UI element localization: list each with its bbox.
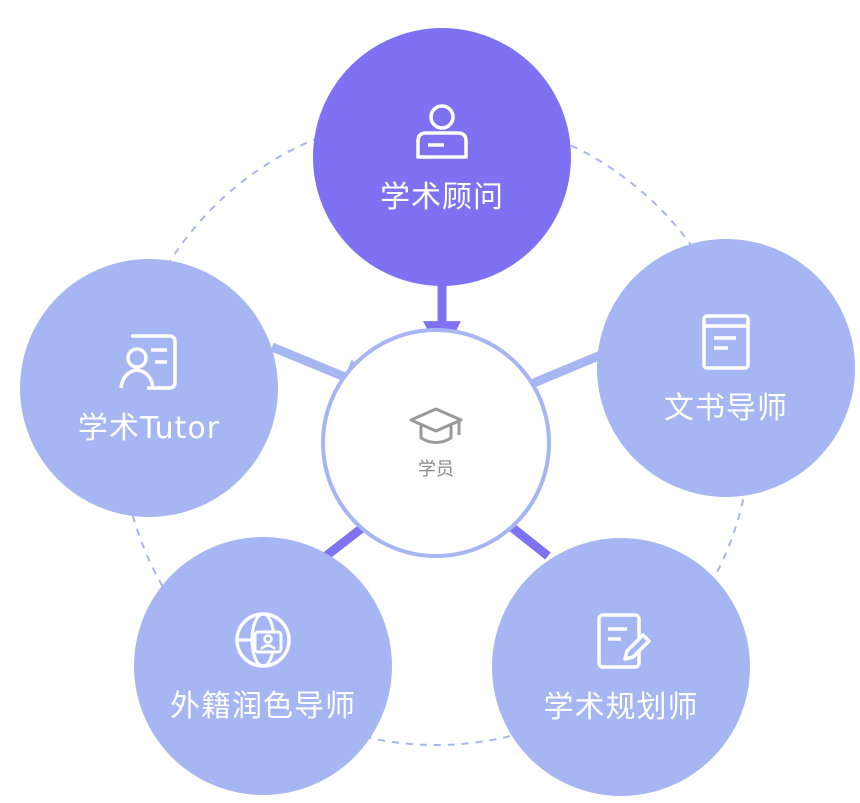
globe-user-icon bbox=[235, 612, 291, 668]
edit-document-icon bbox=[597, 613, 651, 669]
node-label: 学术Tutor bbox=[77, 411, 221, 446]
user-icon bbox=[416, 104, 468, 159]
graduation-cap-icon bbox=[409, 407, 463, 444]
node-academic-tutor: 学术Tutor bbox=[20, 259, 278, 517]
node-label: 外籍润色导师 bbox=[170, 689, 356, 724]
node-academic-planner: 学术规划师 bbox=[492, 538, 750, 796]
node-label: 文书导师 bbox=[664, 391, 788, 426]
center-label: 学员 bbox=[418, 459, 454, 480]
node-essay-mentor: 文书导师 bbox=[597, 239, 855, 497]
center-node-student: 学员 bbox=[321, 328, 551, 558]
node-academic-advisor: 学术顾问 bbox=[313, 28, 571, 286]
node-label: 学术顾问 bbox=[380, 180, 504, 215]
node-editing-mentor: 外籍润色导师 bbox=[134, 537, 392, 795]
document-icon bbox=[702, 314, 750, 370]
tutor-icon bbox=[119, 334, 177, 390]
node-label: 学术规划师 bbox=[543, 690, 699, 725]
